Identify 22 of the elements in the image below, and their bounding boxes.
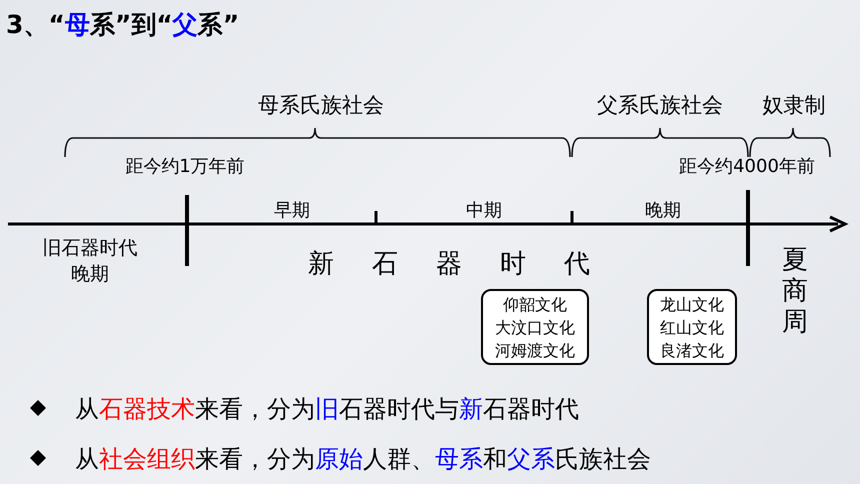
- bracket-label: 父系氏族社会: [596, 92, 724, 119]
- date-label: 距今约4000年前: [678, 155, 816, 179]
- culture-box: [647, 289, 737, 365]
- culture-name: 良渚文化: [660, 340, 724, 362]
- culture-name: 红山文化: [660, 316, 724, 338]
- period-label: 早期: [273, 199, 311, 223]
- period-label: 晚期: [644, 199, 682, 223]
- era-label: 旧石器时代晚期: [42, 236, 138, 287]
- bullet-text: 从社会组织来看，分为原始人群、母系和父系氏族社会: [75, 444, 652, 475]
- culture-name: 河姆渡文化: [495, 340, 575, 362]
- culture-name: 大汶口文化: [495, 316, 575, 338]
- culture-name: 仰韶文化: [503, 294, 567, 316]
- bracket-label: 母系氏族社会: [257, 92, 385, 119]
- bracket-label: 奴隶制: [762, 92, 826, 119]
- date-label: 距今约1万年前: [124, 155, 246, 179]
- culture-box: [481, 289, 589, 365]
- dynasty-label: 夏商周: [782, 245, 808, 339]
- era-label: 新石器时代: [308, 248, 629, 281]
- culture-name: 龙山文化: [660, 294, 724, 316]
- title: 3、“母系”到“父系”: [6, 9, 240, 41]
- bullet-text: 从石器技术来看，分为旧石器时代与新石器时代: [75, 394, 580, 425]
- period-label: 中期: [465, 199, 503, 223]
